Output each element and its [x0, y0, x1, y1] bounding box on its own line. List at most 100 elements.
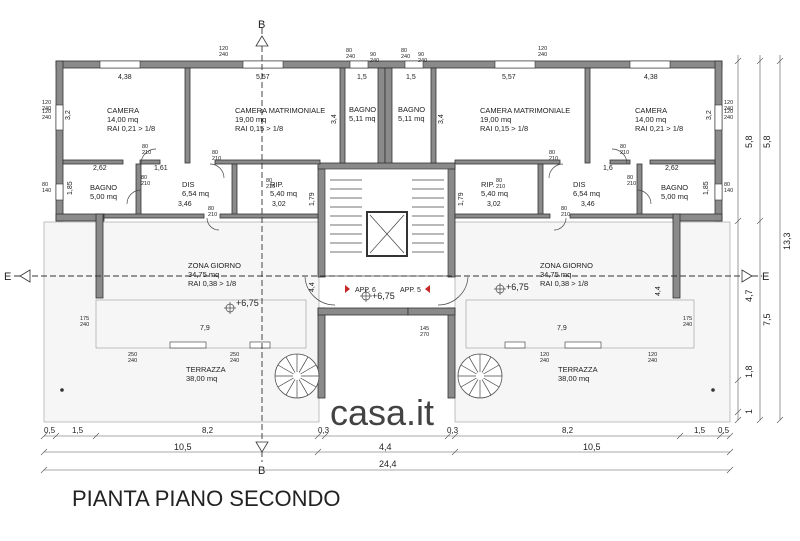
- dim-tick: [776, 416, 784, 424]
- left-unit-labels: CAMERA 14,00 mq RAI 0,21 > 1/8 CAMERA MA…: [90, 105, 376, 383]
- right-terrace-area: [454, 221, 731, 423]
- dim-label: 3,4: [331, 114, 338, 124]
- spiral-tread: [460, 377, 477, 388]
- dim-tick: [40, 466, 48, 474]
- spiral-tread: [460, 364, 477, 375]
- dim-label: 1,79: [309, 192, 316, 206]
- section-label-b-bottom: B: [258, 465, 265, 477]
- app5-entry-icon: [425, 285, 430, 293]
- dim-tick: [40, 432, 48, 440]
- dim-label: 5,8: [762, 135, 772, 148]
- opening-size-label: 210: [620, 150, 629, 156]
- dim-label: 3,46: [581, 201, 595, 208]
- dim-label: 5,8: [744, 135, 754, 148]
- dim-tick: [451, 432, 459, 440]
- opening-size-label: 80: [620, 144, 626, 150]
- opening-size-label: 80: [208, 206, 214, 212]
- opening-size-label: 240: [683, 322, 692, 328]
- spiral-tread: [300, 377, 317, 388]
- room-area: 5,40 mq: [270, 189, 297, 198]
- room-area: 14,00 mq: [107, 115, 138, 124]
- opening-size-label: 240: [401, 54, 410, 60]
- dim-tick: [734, 408, 742, 416]
- dim-label: 1,5: [357, 74, 367, 81]
- room-rai: RAI 0,21 > 1/8: [107, 124, 155, 133]
- opening-size-label: 240: [724, 106, 733, 112]
- room-rai: RAI 0,15 > 1/8: [480, 124, 528, 133]
- room-name: RIP.: [481, 180, 495, 189]
- room-name: BAGNO: [398, 105, 425, 114]
- spiral-tread: [298, 379, 309, 396]
- dim-label: 13,3: [782, 232, 792, 250]
- opening-size-label: 80: [401, 48, 407, 54]
- right-unit-labels: CAMERA 14,00 mq RAI 0,21 > 1/8 CAMERA MA…: [398, 105, 688, 383]
- drain-right-icon: [711, 388, 715, 392]
- opening-size-label: 90: [418, 52, 424, 58]
- outer-walls: [55, 60, 723, 399]
- room-name: CAMERA: [107, 106, 139, 115]
- opening-size-label: 175: [80, 316, 89, 322]
- opening-size-label: 175: [683, 316, 692, 322]
- dim-label: 3,46: [178, 201, 192, 208]
- dim-label: 5,57: [256, 74, 270, 81]
- room-area: 34,75 mq: [540, 270, 571, 279]
- dim-label: 0,5: [44, 426, 56, 435]
- spiral-tread: [483, 364, 500, 375]
- spiral-tread: [277, 364, 294, 375]
- opening-size-label: 120: [219, 46, 228, 52]
- room-rai: RAI 0,21 > 1/8: [635, 124, 683, 133]
- spiral-tread: [483, 377, 500, 388]
- opening-size-label: 140: [724, 188, 733, 194]
- opening-size-label: 80: [141, 175, 147, 181]
- spiral-tread: [300, 364, 317, 375]
- internal-dimensions: 4,38 5,57 1,5 1,5 5,57 4,38 2,62 2,62 3,…: [93, 74, 679, 332]
- opening-size-label: 240: [230, 358, 239, 364]
- room-area: 6,54 mq: [182, 189, 209, 198]
- dim-tick: [756, 57, 764, 65]
- opening-size-label: 240: [724, 115, 733, 121]
- level-label: +6,75: [372, 291, 395, 301]
- spiral-tread: [481, 356, 492, 373]
- opening-size-label: 140: [42, 188, 51, 194]
- level-label: +6,75: [506, 282, 529, 292]
- dim-tick: [676, 432, 684, 440]
- dim-label: 7,9: [557, 325, 567, 332]
- opening-size-label: 120: [724, 100, 733, 106]
- opening-size-label: 240: [346, 54, 355, 60]
- dim-label: 4,7: [744, 289, 754, 302]
- dim-label: 8,2: [202, 426, 214, 435]
- opening-size-label: 120: [538, 46, 547, 52]
- dim-label: 0,3: [318, 426, 330, 435]
- app6-entry-icon: [345, 285, 350, 293]
- room-name: DIS: [182, 180, 195, 189]
- room-area: 6,54 mq: [573, 189, 600, 198]
- section-label-e-left: E: [4, 271, 11, 283]
- room-name: CAMERA MATRIMONIALE: [480, 106, 570, 115]
- dim-label: 2,62: [93, 165, 107, 172]
- dim-label: 4,38: [644, 74, 658, 81]
- room-area: 19,00 mq: [480, 115, 511, 124]
- spiral-tread: [285, 379, 296, 396]
- dim-tick: [756, 416, 764, 424]
- apartment-label-6: APP. 6: [355, 287, 376, 294]
- spiral-tread: [481, 379, 492, 396]
- opening-size-label: 210: [627, 181, 636, 187]
- opening-size-label: 80: [549, 150, 555, 156]
- dim-tick: [52, 432, 60, 440]
- section-label-e-right: E: [762, 271, 769, 283]
- dim-tick: [734, 376, 742, 384]
- spiral-tread: [468, 356, 479, 373]
- room-name: CAMERA: [635, 106, 667, 115]
- dim-tick: [314, 432, 322, 440]
- dim-tick: [314, 448, 322, 456]
- opening-size-label: 80: [627, 175, 633, 181]
- spiral-tread: [277, 377, 294, 388]
- dim-label: 4,38: [118, 74, 132, 81]
- opening-size-label: 240: [128, 358, 137, 364]
- door-swings: [126, 148, 652, 306]
- dim-label: 1,6: [603, 165, 613, 172]
- dim-tick: [756, 217, 764, 225]
- opening-size-label: 240: [648, 358, 657, 364]
- room-area: 5,00 mq: [661, 192, 688, 201]
